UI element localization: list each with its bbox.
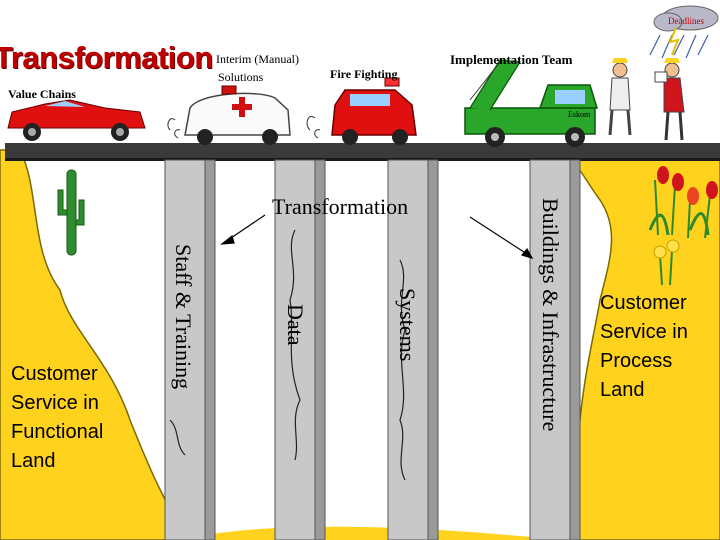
pillar-data [274,159,326,540]
value-chains-label: Value Chains [8,87,76,101]
ambulance-icon [167,85,291,145]
cactus-icon [57,169,85,256]
arrow-left [220,214,266,245]
bridge-deck-shadow [5,158,720,161]
canyon-floor [180,526,560,540]
pillar-staff-training [164,159,216,540]
tow-truck-icon [464,59,599,147]
crack-2 [399,259,406,481]
daffodils-icon [653,239,680,286]
pillar-label-staff-training: Staff & Training [171,244,196,390]
sports-car-icon [7,99,146,141]
worker-icon-1 [608,58,632,136]
deadlines-label: Deadlines [668,16,704,26]
left-land-label: Customer Service in Functional Land [11,363,104,472]
crack-1 [289,229,301,461]
pillar-label-systems: Systems [395,288,420,362]
implementation-team-label: Implementation Team [450,52,573,67]
pillar-buildings-infrastructure [529,159,581,540]
transformation-label: Transformation [272,194,409,219]
crack-3 [169,419,186,456]
bridge-deck [5,143,720,160]
solutions-label: Solutions [218,70,264,84]
fire-truck-icon [306,77,417,145]
arrow-right [469,216,534,259]
page-title: Transformation [0,40,213,75]
pillar-label-buildings-infrastructure: Buildings & Infrastructure [538,198,563,432]
worker-icon-2 [654,58,685,141]
truck-label: Eskom [568,110,591,119]
rain-cloud-icon [649,5,719,59]
fire-fighting-label: Fire Fighting [330,67,398,81]
right-land-label: Customer Service in Process Land [600,292,688,401]
interim-label: Interim (Manual) [216,52,299,66]
left-land [0,149,191,540]
pillar-systems [387,159,439,540]
tulips-icon [648,166,718,239]
pillar-label-data: Data [283,304,308,346]
